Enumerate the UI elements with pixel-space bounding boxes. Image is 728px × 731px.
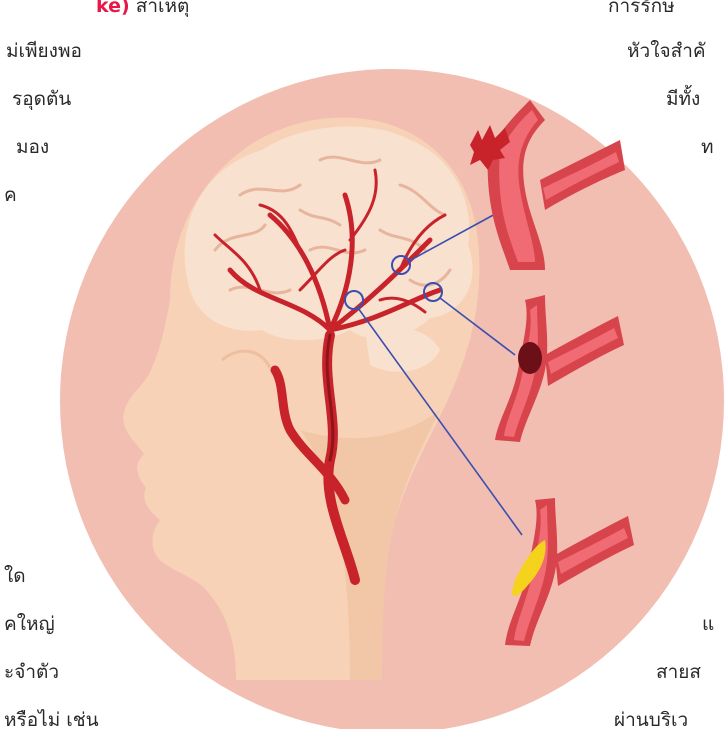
blood-clot-vessel-icon — [518, 342, 542, 374]
